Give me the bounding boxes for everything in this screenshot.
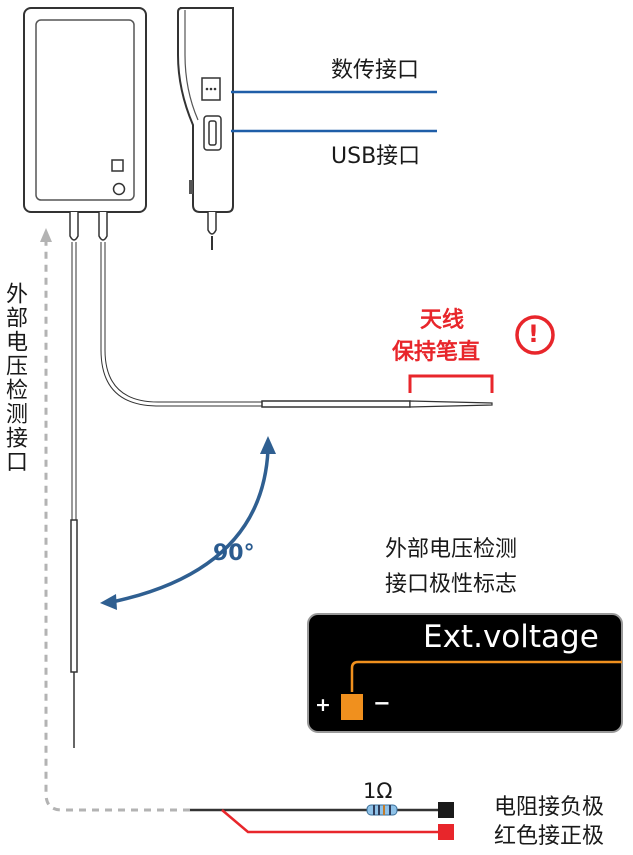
antenna-bracket bbox=[408, 374, 494, 393]
ext-voltage-port-label: 外部电压检测接口 bbox=[2, 282, 27, 474]
red-wire bbox=[221, 809, 454, 840]
panel-plus: + bbox=[315, 694, 331, 716]
resistor-value-label: 1Ω bbox=[363, 779, 393, 803]
negative-terminal-icon bbox=[438, 802, 454, 818]
usb-port-label: USB接口 bbox=[331, 144, 421, 169]
resistor-icon bbox=[366, 804, 398, 816]
device-side bbox=[177, 7, 234, 250]
warning-icon bbox=[515, 315, 555, 355]
dashed-leader bbox=[44, 240, 190, 812]
panel-label: Ext.voltage bbox=[423, 619, 599, 655]
rotation-arrow bbox=[100, 436, 276, 610]
positive-terminal-icon bbox=[438, 824, 454, 840]
antenna-label: 天线 bbox=[420, 308, 465, 333]
resistor-negative-label: 电阻接负极 bbox=[494, 795, 605, 820]
warning-mark: ! bbox=[528, 320, 539, 348]
black-wire bbox=[190, 802, 454, 818]
red-positive-label: 红色接正极 bbox=[494, 824, 605, 849]
device-front bbox=[23, 7, 147, 213]
antenna-straight-label: 保持笔直 bbox=[392, 340, 481, 365]
data-port-label: 数传接口 bbox=[331, 58, 420, 83]
polarity-title-line1: 外部电压检测 bbox=[385, 537, 518, 562]
voltage-cable bbox=[70, 242, 78, 748]
panel-minus: − bbox=[373, 691, 391, 715]
polarity-pad bbox=[341, 694, 363, 720]
ext-voltage-panel bbox=[307, 613, 623, 733]
button-icon bbox=[111, 159, 124, 172]
led-icon bbox=[112, 182, 126, 196]
polarity-title-line2: 接口极性标志 bbox=[385, 572, 518, 597]
antenna-cable bbox=[100, 242, 493, 408]
angle-label: 90° bbox=[213, 541, 255, 566]
